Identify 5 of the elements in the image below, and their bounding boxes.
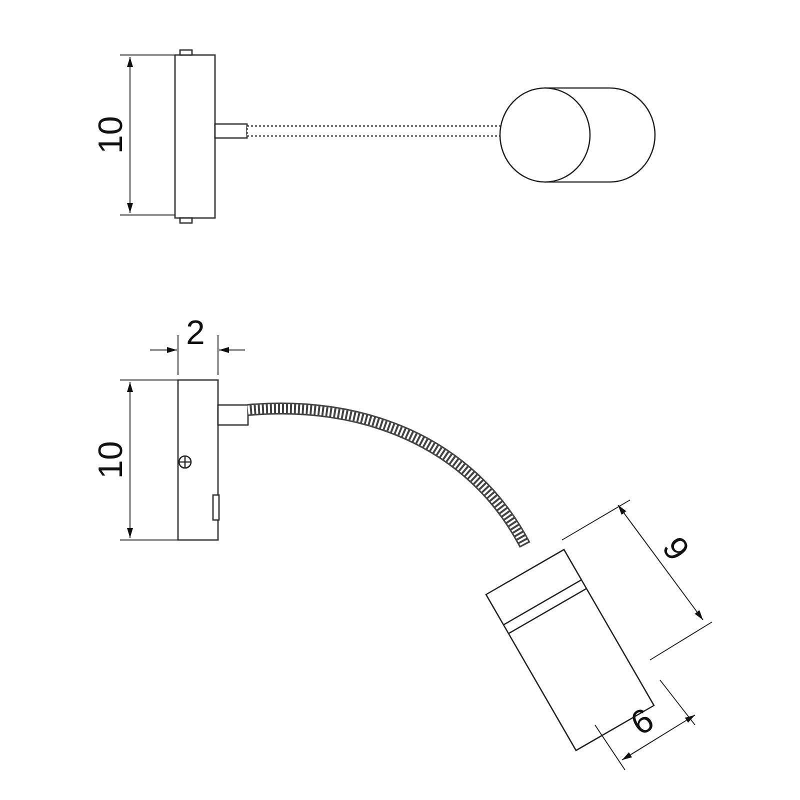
dimension-value: 2 [186,316,205,350]
dimension-value: 10 [94,116,128,154]
dimension-value: 10 [94,441,128,479]
dimension-value: 9 [656,532,695,566]
dimension-value: 6 [625,702,660,742]
